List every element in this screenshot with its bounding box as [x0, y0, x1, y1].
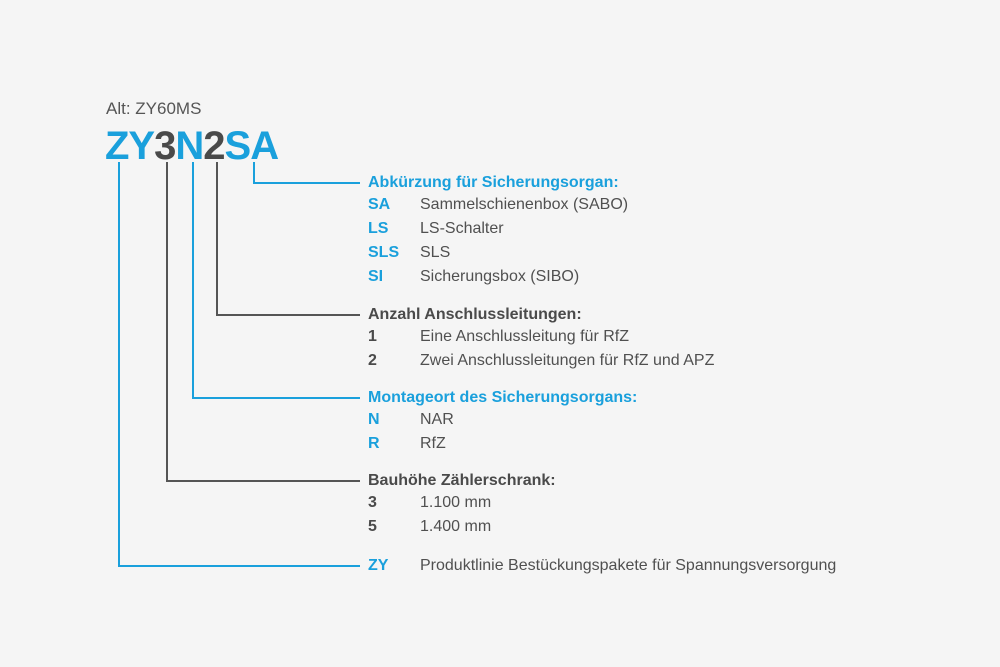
legend-desc: Produktlinie Bestückungspakete für Spann… — [420, 557, 837, 574]
legend-desc: Eine Anschlussleitung für RfZ — [420, 328, 629, 345]
legend-row: SA Sammelschienenbox (SABO) — [368, 193, 628, 217]
legend-desc: SLS — [420, 244, 451, 261]
connector-height-vertical — [166, 162, 168, 482]
section-heading: Anzahl Anschlussleitungen: — [368, 306, 582, 323]
section-mounting-location: Montageort des Sicherungsorgans: N NAR R… — [368, 388, 637, 456]
legend-desc: RfZ — [420, 435, 446, 452]
section-product-line: ZY Produktlinie Bestückungspakete für Sp… — [368, 554, 836, 578]
legend-row: N NAR — [368, 408, 637, 432]
legend-key: 3 — [368, 494, 377, 511]
connector-location-horizontal — [192, 397, 360, 399]
section-abbreviation: Abkürzung für Sicherungsorgan: SA Sammel… — [368, 173, 628, 289]
legend-desc: 1.400 mm — [420, 518, 492, 535]
connector-sa-vertical — [253, 162, 255, 184]
legend-key: SLS — [368, 244, 400, 261]
legend-row: 3 1.100 mm — [368, 491, 556, 515]
code-segment-location: N — [175, 124, 204, 168]
legend-key: 2 — [368, 352, 377, 369]
alt-code-label: Alt: ZY60MS — [106, 99, 202, 118]
legend-desc: Zwei Anschlussleitungen für RfZ und APZ — [420, 352, 715, 369]
connector-lines-horizontal — [216, 314, 360, 316]
legend-desc: LS-Schalter — [420, 220, 504, 237]
section-heading: Abkürzung für Sicherungsorgan: — [368, 174, 619, 191]
legend-row: 1 Eine Anschlussleitung für RfZ — [368, 325, 714, 349]
section-heading: Montageort des Sicherungsorgans: — [368, 389, 638, 406]
legend-key: 1 — [368, 328, 377, 345]
connector-zy-horizontal — [118, 565, 360, 567]
legend-row: R RfZ — [368, 432, 637, 456]
legend-desc: 1.100 mm — [420, 494, 492, 511]
legend-key: ZY — [368, 557, 389, 574]
legend-row: SLS SLS — [368, 241, 628, 265]
connector-lines-vertical — [216, 162, 218, 316]
section-line-count: Anzahl Anschlussleitungen: 1 Eine Anschl… — [368, 305, 714, 373]
legend-key: 5 — [368, 518, 377, 535]
connector-zy-vertical — [118, 162, 120, 567]
legend-row: SI Sicherungsbox (SIBO) — [368, 265, 628, 289]
legend-row: LS LS-Schalter — [368, 217, 628, 241]
product-code: ZY3N2SA — [105, 122, 280, 170]
legend-key: N — [368, 411, 380, 428]
legend-desc: Sicherungsbox (SIBO) — [420, 268, 580, 285]
code-segment-abbr: SA — [224, 124, 280, 168]
code-segment-lines: 2 — [203, 124, 225, 168]
section-heading: Bauhöhe Zählerschrank: — [368, 472, 556, 489]
legend-key: LS — [368, 220, 389, 237]
connector-location-vertical — [192, 162, 194, 399]
legend-key: SA — [368, 196, 391, 213]
legend-key: SI — [368, 268, 384, 285]
legend-row: 2 Zwei Anschlussleitungen für RfZ und AP… — [368, 349, 714, 373]
section-cabinet-height: Bauhöhe Zählerschrank: 3 1.100 mm 5 1.40… — [368, 471, 556, 539]
legend-desc: Sammelschienenbox (SABO) — [420, 196, 629, 213]
legend-row: ZY Produktlinie Bestückungspakete für Sp… — [368, 554, 836, 578]
code-segment-height: 3 — [154, 124, 176, 168]
legend-desc: NAR — [420, 411, 454, 428]
connector-height-horizontal — [166, 480, 360, 482]
code-segment-zy: ZY — [105, 124, 155, 168]
legend-key: R — [368, 435, 380, 452]
legend-row: 5 1.400 mm — [368, 515, 556, 539]
connector-sa-horizontal — [253, 182, 360, 184]
